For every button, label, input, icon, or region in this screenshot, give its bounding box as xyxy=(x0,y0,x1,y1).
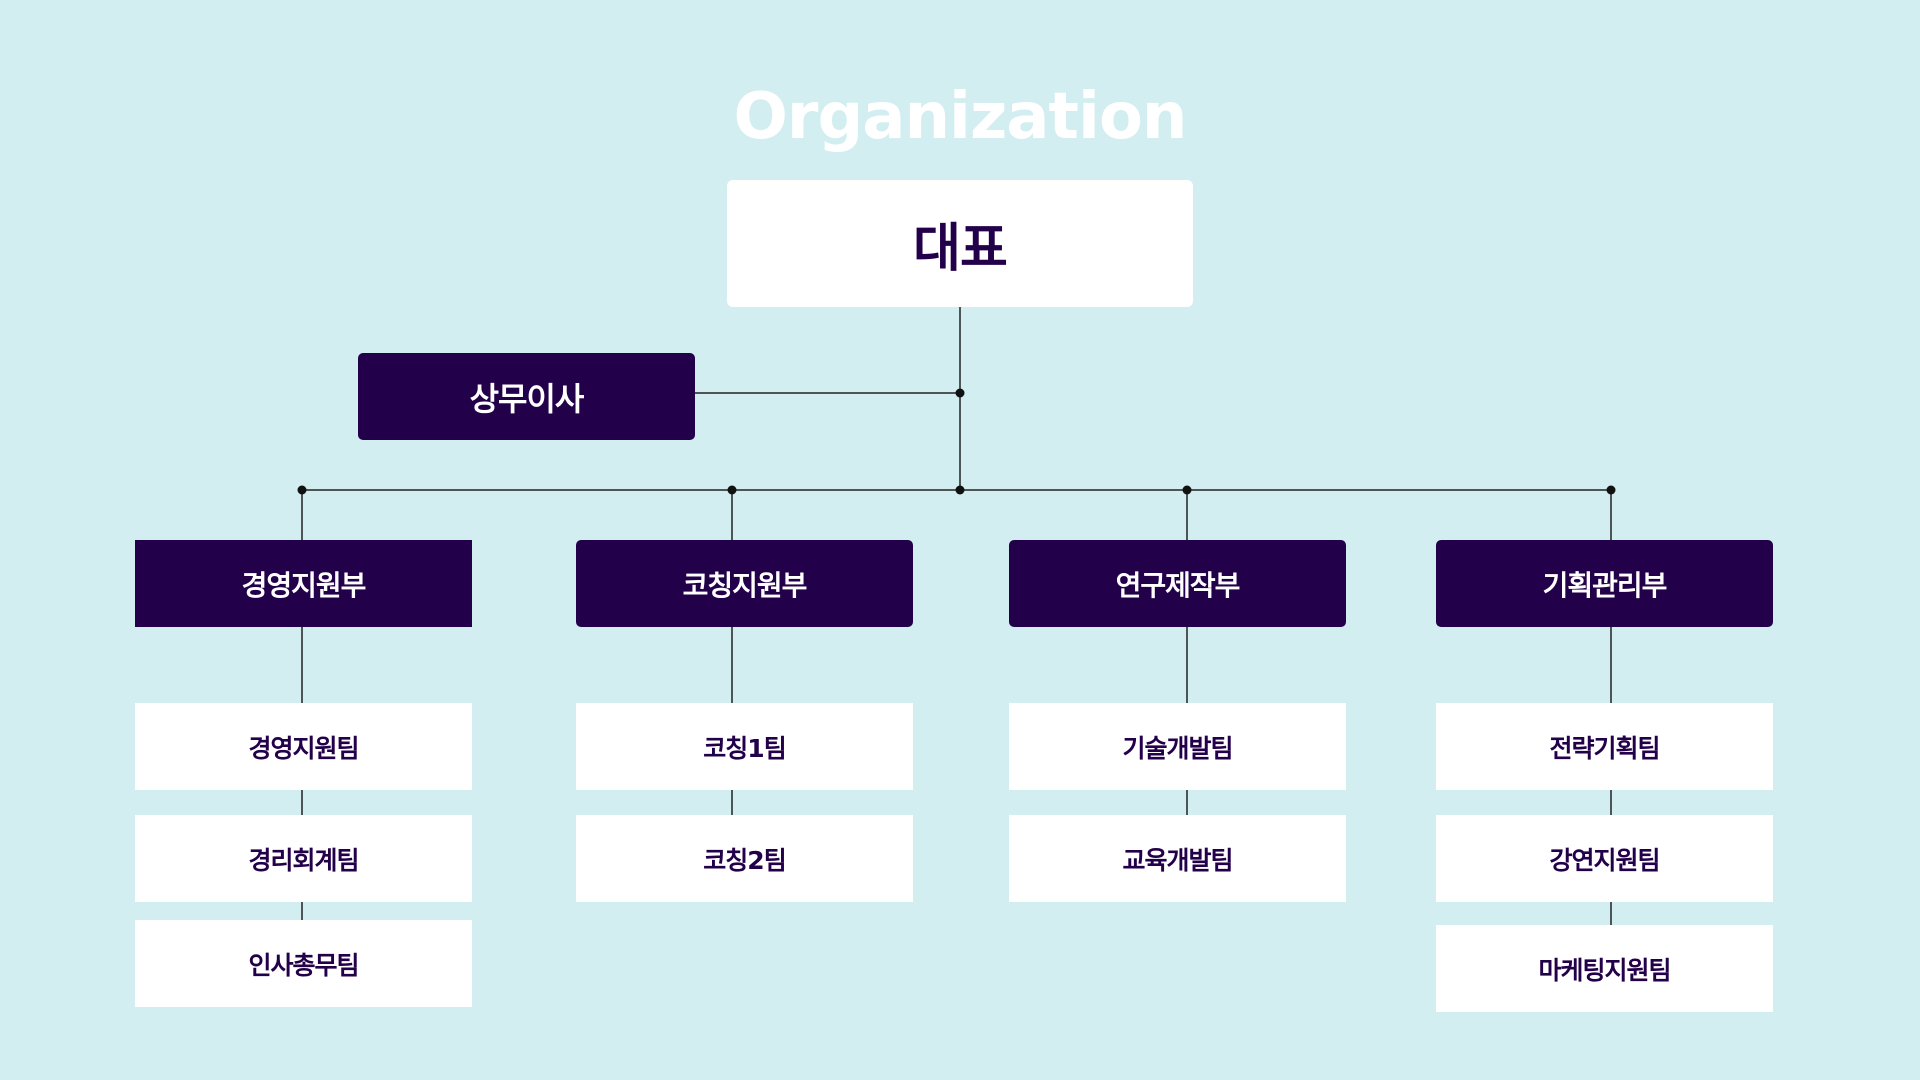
department-box-planning: 기획관리부 xyxy=(1436,540,1773,627)
team-box: 경리회계팀 xyxy=(135,815,472,902)
director-box: 상무이사 xyxy=(358,353,695,440)
ceo-box: 대표 xyxy=(727,180,1193,307)
department-box-research: 연구제작부 xyxy=(1009,540,1346,627)
chart-title: Organization xyxy=(733,80,1188,154)
junction-dot-director xyxy=(955,388,965,398)
team-box: 인사총무팀 xyxy=(135,920,472,1007)
department-box-coaching: 코칭지원부 xyxy=(576,540,913,627)
team-box: 경영지원팀 xyxy=(135,703,472,790)
team-box: 코칭1팀 xyxy=(576,703,913,790)
junction-dot-dept-2 xyxy=(727,485,737,495)
team-box: 기술개발팀 xyxy=(1009,703,1346,790)
team-box: 전략기획팀 xyxy=(1436,703,1773,790)
team-box: 코칭2팀 xyxy=(576,815,913,902)
team-box: 강연지원팀 xyxy=(1436,815,1773,902)
team-box: 마케팅지원팀 xyxy=(1436,925,1773,1012)
junction-dot-center xyxy=(955,485,965,495)
junction-dot-dept-1 xyxy=(297,485,307,495)
junction-dot-dept-3 xyxy=(1182,485,1192,495)
junction-dot-dept-4 xyxy=(1606,485,1616,495)
team-box: 교육개발팀 xyxy=(1009,815,1346,902)
department-box-management: 경영지원부 xyxy=(135,540,472,627)
